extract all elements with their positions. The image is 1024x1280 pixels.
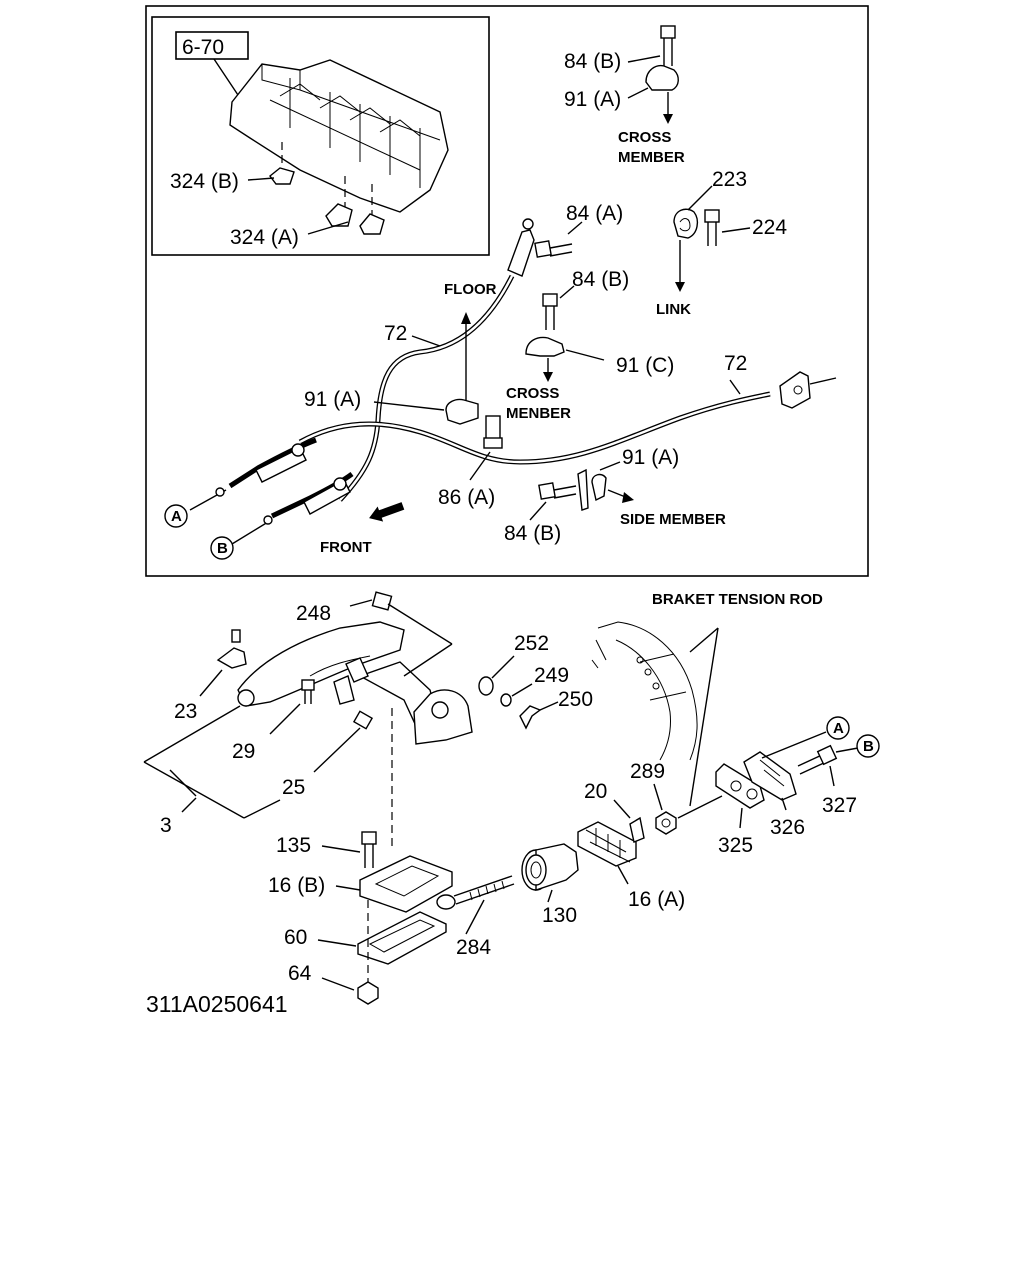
upper-panel-frame: [145, 5, 869, 577]
cable-72-left: 84 (A) 72: [338, 202, 623, 502]
label-circle-a: A: [171, 508, 182, 525]
label-91c: 91 (C): [616, 354, 674, 377]
bolt-head: [660, 25, 676, 39]
label-91a-left: 91 (A): [304, 388, 361, 411]
diagram-code: 311A0250641: [146, 991, 288, 1017]
parking-brake-lever-assembly: BRAKET TENSION ROD 248 252 249: [143, 591, 880, 1017]
label-325: 325: [718, 834, 753, 857]
cable-72-right: 72: [298, 352, 837, 465]
label-72-left: 72: [384, 322, 407, 345]
circle-a-marker: [164, 504, 188, 528]
label-91a-right: 91 (A): [622, 446, 679, 469]
circle-a2-marker: [826, 716, 850, 740]
link-clip: 223 224 LINK: [656, 168, 787, 318]
label-327: 327: [822, 794, 857, 817]
label-84b-mid: 84 (B): [572, 268, 629, 291]
label-84a: 84 (A): [566, 202, 623, 225]
label-223: 223: [712, 168, 747, 191]
inset-ref-label: 6-70: [182, 36, 224, 59]
label-25: 25: [282, 776, 305, 799]
label-250: 250: [558, 688, 593, 711]
label-64: 64: [288, 962, 312, 985]
label-cross-1: CROSS: [618, 129, 671, 146]
cross-member-clip-mid: 84 (B) 91 (C) CROSS MENBER: [506, 268, 674, 422]
label-84b-top: 84 (B): [564, 50, 621, 73]
label-326: 326: [770, 816, 805, 839]
label-link: LINK: [656, 301, 691, 318]
label-cross-2: CROSS: [506, 385, 559, 402]
label-29: 29: [232, 740, 255, 763]
label-86a: 86 (A): [438, 486, 495, 509]
label-224: 224: [752, 216, 787, 239]
label-23: 23: [174, 700, 197, 723]
bolt-224-head: [704, 209, 720, 223]
inset-floor-panel: 6-70 324 (B) 324 (A): [151, 16, 490, 256]
label-60: 60: [284, 926, 307, 949]
label-circle-b2: B: [863, 738, 874, 755]
label-16b: 16 (B): [268, 874, 325, 897]
label-20: 20: [584, 780, 607, 803]
label-16a: 16 (A): [628, 888, 685, 911]
label-324a: 324 (A): [230, 226, 299, 249]
label-front: FRONT: [320, 539, 372, 556]
label-circle-b: B: [217, 540, 228, 557]
label-135: 135: [276, 834, 311, 857]
circle-b2-marker: [856, 734, 880, 758]
label-249: 249: [534, 664, 569, 687]
cable-layout-panel: 6-70 324 (B) 324 (A): [145, 5, 869, 577]
label-252: 252: [514, 632, 549, 655]
label-circle-a2: A: [833, 720, 844, 737]
label-menber-2: MENBER: [506, 405, 571, 422]
brake-lever: [237, 621, 405, 707]
label-member-1: MEMBER: [618, 149, 685, 166]
label-72-right: 72: [724, 352, 747, 375]
label-3: 3: [160, 814, 172, 837]
inset-frame: [151, 16, 490, 256]
inset-ref-box: [175, 31, 249, 60]
label-floor: FLOOR: [444, 281, 497, 298]
label-248: 248: [296, 602, 331, 625]
label-324b: 324 (B): [170, 170, 239, 193]
label-91a-top: 91 (A): [564, 88, 621, 111]
cable-ends: A B: [164, 437, 354, 560]
label-130: 130: [542, 904, 577, 927]
label-braket-tension-rod: BRAKET TENSION ROD: [652, 591, 823, 608]
side-member-clip: 91 (A) SIDE MEMBER 84 (B): [504, 446, 726, 545]
cross-member-clip-top: 84 (B) 91 (A) CROSS MEMBER: [564, 25, 685, 166]
label-284: 284: [456, 936, 491, 959]
label-289: 289: [630, 760, 665, 783]
floor-arrow: FLOOR: [444, 281, 497, 402]
front-arrow: FRONT: [320, 502, 405, 556]
clip-91a-left: 91 (A) 86 (A): [304, 388, 503, 509]
label-side-member: SIDE MEMBER: [620, 511, 726, 528]
circle-b-marker: [210, 536, 234, 560]
label-84b-bottom: 84 (B): [504, 522, 561, 545]
